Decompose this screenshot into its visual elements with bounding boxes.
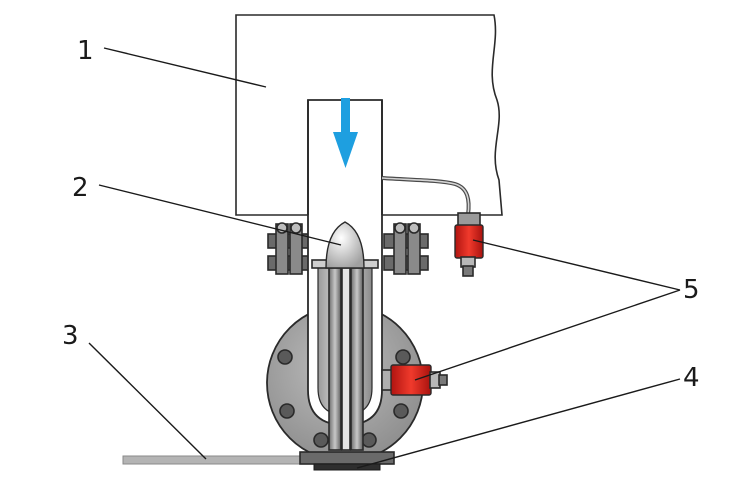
callout-5: 5: [683, 275, 700, 305]
flange-bolt: [393, 403, 409, 419]
leader-5a: [472, 239, 681, 291]
flange-bolt: [395, 349, 411, 365]
flange-bolt: [313, 432, 329, 448]
leader-3: [88, 342, 207, 460]
probe-cap: [325, 221, 365, 269]
probe-rods: [328, 267, 364, 451]
ground-plate: [122, 455, 314, 465]
leader-2: [98, 184, 342, 246]
flange-bolt: [277, 349, 293, 365]
flange-bolt: [279, 403, 295, 419]
flange-bolt: [361, 432, 377, 448]
callout-3: 3: [62, 321, 79, 351]
upper-bracket-right: [383, 222, 429, 275]
sensor-side: [381, 364, 448, 396]
callout-2: 2: [72, 173, 89, 203]
upper-bracket-left: [267, 222, 313, 275]
callout-4: 4: [683, 363, 700, 393]
arrow-down-icon: [333, 98, 358, 168]
leader-4: [356, 378, 681, 469]
callout-1: 1: [77, 36, 94, 66]
leader-5b: [414, 289, 681, 381]
sensor-upper: [454, 212, 484, 277]
leader-1: [103, 47, 267, 88]
